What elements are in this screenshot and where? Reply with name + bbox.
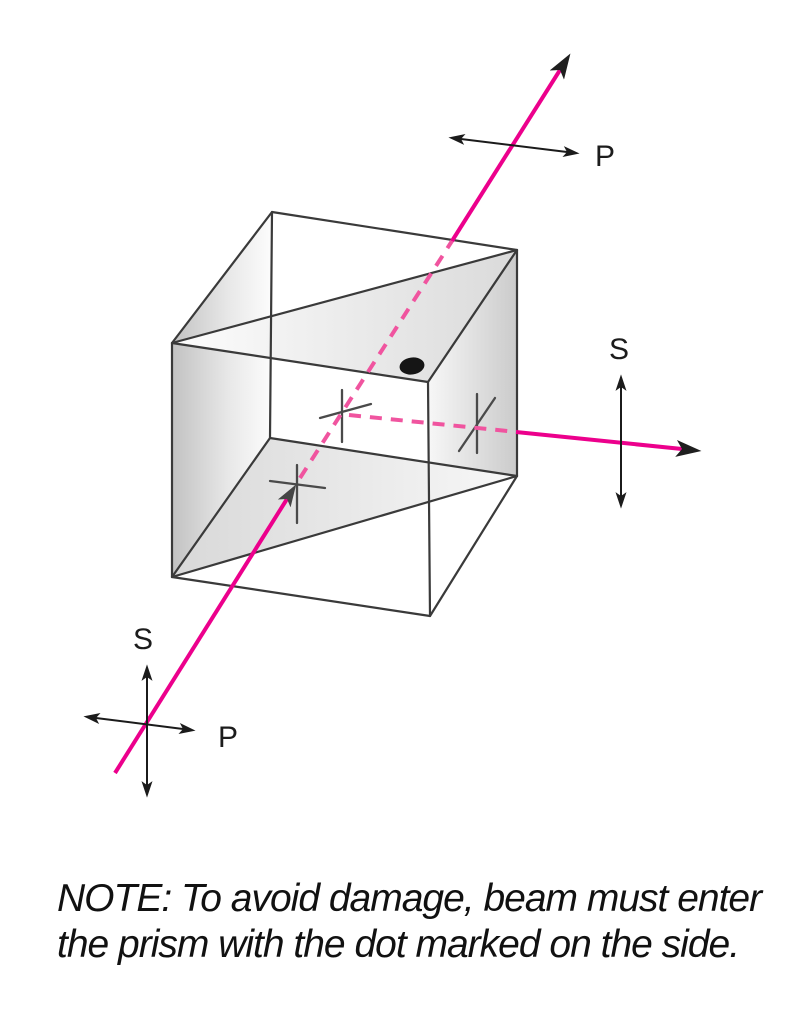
p-axis-arrow-top [448,134,580,157]
interface-diagonal-bottom [170,474,519,579]
interface-diagonal-top [170,248,519,345]
label-s-output: S [609,333,629,366]
cross-reflected-beam [457,392,497,455]
cube-edge-vertical-back-left [268,210,274,440]
label-s-input: S [133,623,153,656]
cube-faces [172,212,517,577]
cube-edges [170,210,519,618]
label-p-input: P [218,721,238,754]
orientation-dot [399,357,425,375]
beam-labels: P S S P [133,140,629,754]
cube-right-face [428,250,517,503]
polarization-cross-marks [268,388,497,525]
label-p-output: P [595,140,615,173]
cube-edge-vertical-front [426,380,432,618]
cross-input-beam [268,463,327,525]
p-axis-arrow-bottom [83,713,196,734]
beam-inside-cube-dashed [298,239,454,480]
cube-left-face [172,212,272,577]
polarization-annotations [83,134,627,798]
reflected-beam-solid [515,430,702,457]
note-line-2: the prism with the dot marked on the sid… [57,923,740,966]
cube-top-face-front-triangle [172,250,517,382]
reflected-beam-dashed [348,413,518,434]
note-text: NOTE: To avoid damage, beam must enter t… [57,876,767,968]
note-line-1: NOTE: To avoid damage, beam must enter [57,877,762,920]
transmitted-beam-solid [450,53,571,243]
